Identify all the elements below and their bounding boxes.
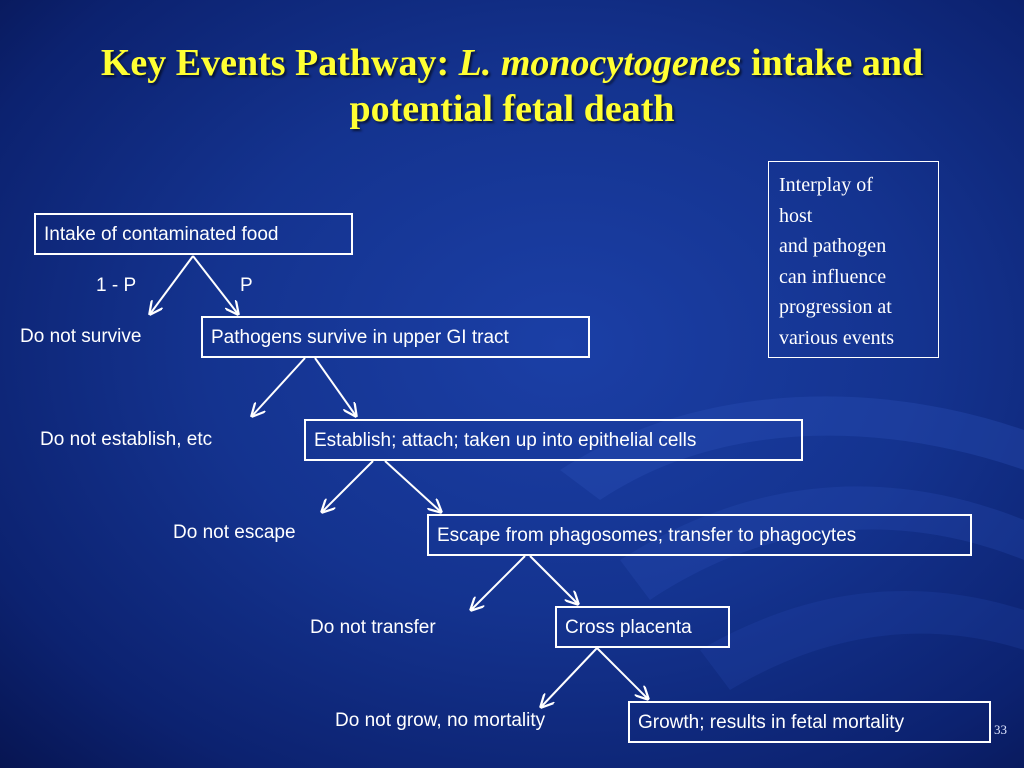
arrow-escape-left xyxy=(471,555,526,610)
box-survive: Pathogens survive in upper GI tract xyxy=(201,316,590,358)
arrow-placenta-left xyxy=(541,647,598,707)
arrow-establish-right xyxy=(384,460,441,512)
arrow-intake-left xyxy=(150,255,194,314)
label-not-escape: Do not escape xyxy=(173,522,296,543)
title-part1: Key Events Pathway: xyxy=(100,42,459,84)
arrow-placenta-right xyxy=(596,647,648,699)
arrow-intake-right xyxy=(192,255,238,314)
note-line: various events xyxy=(779,326,894,349)
label-not-survive: Do not survive xyxy=(20,326,142,347)
label-not-transfer: Do not transfer xyxy=(310,617,436,638)
title-line2: potential fetal death xyxy=(349,88,675,130)
note-line: and pathogen xyxy=(779,235,887,257)
slide-title: Key Events Pathway: L. monocytogenes int… xyxy=(40,40,984,132)
box-escape: Escape from phagosomes; transfer to phag… xyxy=(427,514,972,556)
box-growth: Growth; results in fetal mortality xyxy=(628,701,991,743)
title-part3: intake and xyxy=(741,42,924,84)
slide-number: 33 xyxy=(994,722,1007,737)
arrow-escape-right xyxy=(529,555,578,604)
note-box: Interplay of host and pathogen can influ… xyxy=(768,161,939,358)
note-line: progression at xyxy=(779,296,892,318)
title-organism: L. monocytogenes xyxy=(458,42,742,84)
label-p: P xyxy=(240,275,253,296)
box-establish: Establish; attach; taken up into epithel… xyxy=(304,419,803,461)
box-placenta: Cross placenta xyxy=(555,606,730,648)
box-intake: Intake of contaminated food xyxy=(34,213,353,255)
note-line: can influence xyxy=(779,265,887,288)
note-line: host xyxy=(779,204,813,227)
label-not-grow: Do not grow, no mortality xyxy=(335,710,546,731)
label-not-establish: Do not establish, etc xyxy=(40,429,213,450)
arrow-survive-left xyxy=(252,357,306,416)
note-line: Interplay of xyxy=(779,174,873,196)
arrow-establish-left xyxy=(322,460,374,512)
arrow-survive-right xyxy=(314,357,356,416)
label-one-minus-p: 1 - P xyxy=(96,275,137,296)
